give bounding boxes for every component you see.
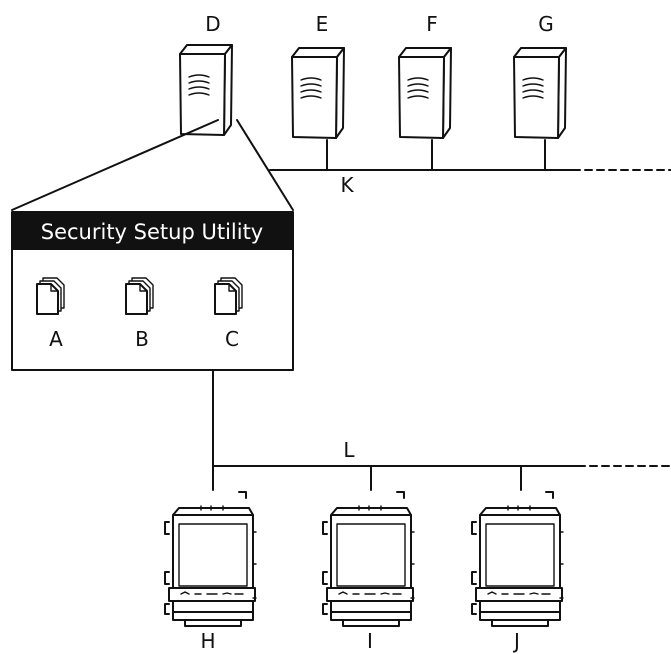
device-label-i: I	[367, 629, 373, 653]
file-b	[125, 277, 154, 315]
server-label-d: D	[205, 12, 220, 36]
server-d	[179, 44, 233, 136]
device-label-h: H	[200, 629, 215, 653]
file-label-b: B	[135, 327, 149, 351]
network-label-k: K	[340, 173, 354, 197]
device-j	[471, 491, 564, 627]
server-g	[513, 47, 567, 139]
callout-lines	[11, 119, 294, 211]
server-label-e: E	[316, 12, 329, 36]
network-label-l: L	[343, 438, 355, 462]
server-label-f: F	[426, 12, 438, 36]
panel-title: Security Setup Utility	[41, 220, 263, 244]
server-e	[291, 47, 345, 139]
panel-title-bar	[12, 212, 293, 250]
file-label-a: A	[49, 327, 63, 351]
device-i	[322, 491, 415, 627]
server-f	[398, 47, 452, 139]
file-c	[214, 277, 243, 315]
network-k	[269, 139, 671, 171]
network-l	[212, 369, 671, 491]
device-h	[164, 491, 257, 627]
server-label-g: G	[538, 12, 554, 36]
file-a	[36, 277, 65, 315]
device-label-j: J	[512, 629, 520, 653]
file-label-c: C	[225, 327, 239, 351]
